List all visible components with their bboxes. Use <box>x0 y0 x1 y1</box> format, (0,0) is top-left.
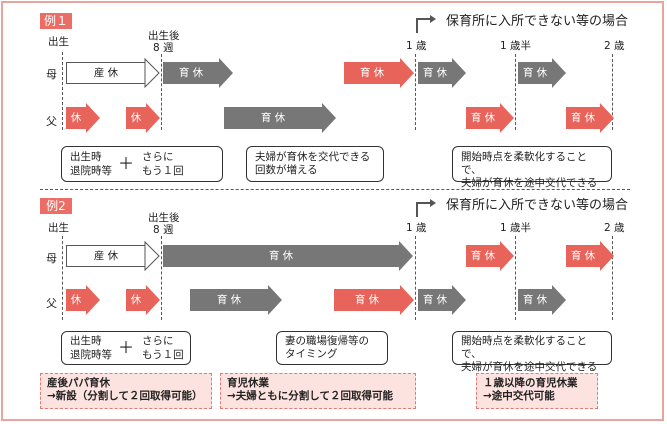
callout-birth-2-line1: 出生時 <box>70 335 102 347</box>
row-label-mother-2: 母 <box>46 252 57 265</box>
plus-icon: ＋ <box>118 154 135 173</box>
tick-birth: 出生 <box>48 36 69 48</box>
tick-1half: 1 歳半 <box>500 40 532 52</box>
divider-1year-2 <box>415 236 416 320</box>
callout-flex: 開始時点を柔軟化することで、 夫婦が育休を途中交代できる <box>452 146 612 189</box>
divider-birth <box>62 52 63 130</box>
father-childcare-1half-arrow: 育 休 <box>566 103 614 133</box>
callout-birth-line2: 退院時等 <box>70 165 112 177</box>
father-childcare-1half-arrow-2: 育 休 <box>518 285 566 315</box>
row-label-father: 父 <box>46 115 57 128</box>
tick-8week: 8 週 <box>153 42 174 54</box>
divider-1half <box>515 54 516 130</box>
callout-again-2-line1: さらに <box>142 335 174 347</box>
tick-birth-2: 出生 <box>48 222 69 234</box>
example2-tag: 例2 <box>40 198 72 214</box>
tick-after-birth-2: 出生後 <box>148 212 180 224</box>
callout-flex-line1: 開始時点を柔軟化することで、 <box>461 151 587 176</box>
callout-again-line2: もう１回 <box>142 165 184 177</box>
mother-childcare-arrow: 育 休 <box>163 58 233 88</box>
father-leave-again-arrow-2: 休 <box>126 285 160 315</box>
divider-8week-2 <box>161 236 162 320</box>
callout-flex-2: 開始時点を柔軟化することで、 夫婦が育休を途中交代できる <box>452 331 612 373</box>
tick-2years: 2 歳 <box>604 40 625 52</box>
divider-1year <box>415 54 416 130</box>
tick-8week-2: 8 週 <box>153 224 174 236</box>
note-papa-body: →新設（分割して２回取得可能） <box>47 390 203 402</box>
mother-childcare-1year-arrow-2: 育 休 <box>466 241 514 271</box>
callout-flex-line2: 夫婦が育休を途中交代できる <box>461 177 598 189</box>
plus-icon-2: ＋ <box>118 338 135 357</box>
callout-birth-line1: 出生時 <box>70 151 102 163</box>
tick-after-birth: 出生後 <box>148 30 180 42</box>
callout-timing-line2: タイミング <box>285 348 338 360</box>
divider-2years <box>612 54 613 130</box>
note-childcare-leave: 育児休業 →夫婦ともに分割して２回取得可能 <box>220 373 416 409</box>
callout-birth: 出生時 退院時等 ＋ さらに もう１回 <box>61 146 223 182</box>
father-childcare-1year-arrow: 育 休 <box>466 103 514 133</box>
mother-childcare-1year-arrow: 育 休 <box>418 58 466 88</box>
maternity-leave-arrow: 産 休 <box>66 58 160 88</box>
row-label-mother: 母 <box>46 68 57 81</box>
header-bracket-icon-2 <box>416 199 436 217</box>
example1-tag: 例１ <box>40 13 72 29</box>
callout-again-2-line2: もう１回 <box>142 349 184 361</box>
note-after-1year: １歳以降の育児休業 →途中交代可能 <box>476 373 598 409</box>
callout-timing-line1: 妻の職場復帰等の <box>285 335 369 347</box>
note-papa-leave: 産後パパ育休 →新設（分割して２回取得可能） <box>40 373 212 409</box>
callout-birth-2: 出生時 退院時等 ＋ さらに もう１回 <box>61 331 191 365</box>
note-after1-title: １歳以降の育児休業 <box>483 377 578 389</box>
callout-birth-2-line2: 退院時等 <box>70 349 112 361</box>
callout-switch: 夫婦が育休を交代できる 回数が増える <box>246 146 384 182</box>
mother-childcare-1half-arrow-2: 育 休 <box>566 241 614 271</box>
tick-1year-2: 1 歳 <box>406 222 427 234</box>
mother-childcare-long-arrow: 育 休 <box>163 241 413 271</box>
callout-flex-2-line2: 夫婦が育休を途中交代できる <box>461 361 598 373</box>
callout-flex-2-line1: 開始時点を柔軟化することで、 <box>461 335 587 360</box>
father-leave-again-arrow: 休 <box>126 103 160 133</box>
tick-1half-2: 1 歳半 <box>500 222 532 234</box>
example1-header: 保育所に入所できない等の場合 <box>446 14 629 29</box>
divider-1half-2 <box>515 236 516 320</box>
mother-childcare-1half-arrow: 育 休 <box>518 58 566 88</box>
callout-switch-line2: 回数が増える <box>255 164 318 176</box>
note-childcare-body: →夫婦ともに分割して２回取得可能 <box>227 390 393 402</box>
father-leave-birth-arrow-2: 休 <box>66 285 100 315</box>
row-label-father-2: 父 <box>46 297 57 310</box>
callout-timing: 妻の職場復帰等の タイミング <box>276 331 388 365</box>
father-leave-birth-arrow: 休 <box>66 103 100 133</box>
maternity-leave-arrow-2: 産 休 <box>66 241 160 271</box>
example2-header: 保育所に入所できない等の場合 <box>446 198 629 213</box>
header-bracket-icon <box>416 15 436 33</box>
divider-2years-2 <box>612 236 613 320</box>
father-childcare-arrow: 育 休 <box>224 103 336 133</box>
note-after1-body: →途中交代可能 <box>483 390 555 402</box>
father-childcare-red-arrow-2: 育 休 <box>334 285 414 315</box>
divider-8week <box>161 54 162 130</box>
note-papa-title: 産後パパ育休 <box>47 377 110 389</box>
callout-again-line1: さらに <box>142 151 174 163</box>
tick-2years-2: 2 歳 <box>604 222 625 234</box>
note-childcare-title: 育児休業 <box>227 377 269 389</box>
section-divider <box>40 189 630 190</box>
mother-childcare-red-arrow: 育 休 <box>344 58 414 88</box>
father-childcare-arrow-2: 育 休 <box>190 285 282 315</box>
father-childcare-1year-arrow-2: 育 休 <box>418 285 466 315</box>
divider-birth-2 <box>62 236 63 320</box>
tick-1year: 1 歳 <box>406 40 427 52</box>
callout-switch-line1: 夫婦が育休を交代できる <box>255 151 371 163</box>
